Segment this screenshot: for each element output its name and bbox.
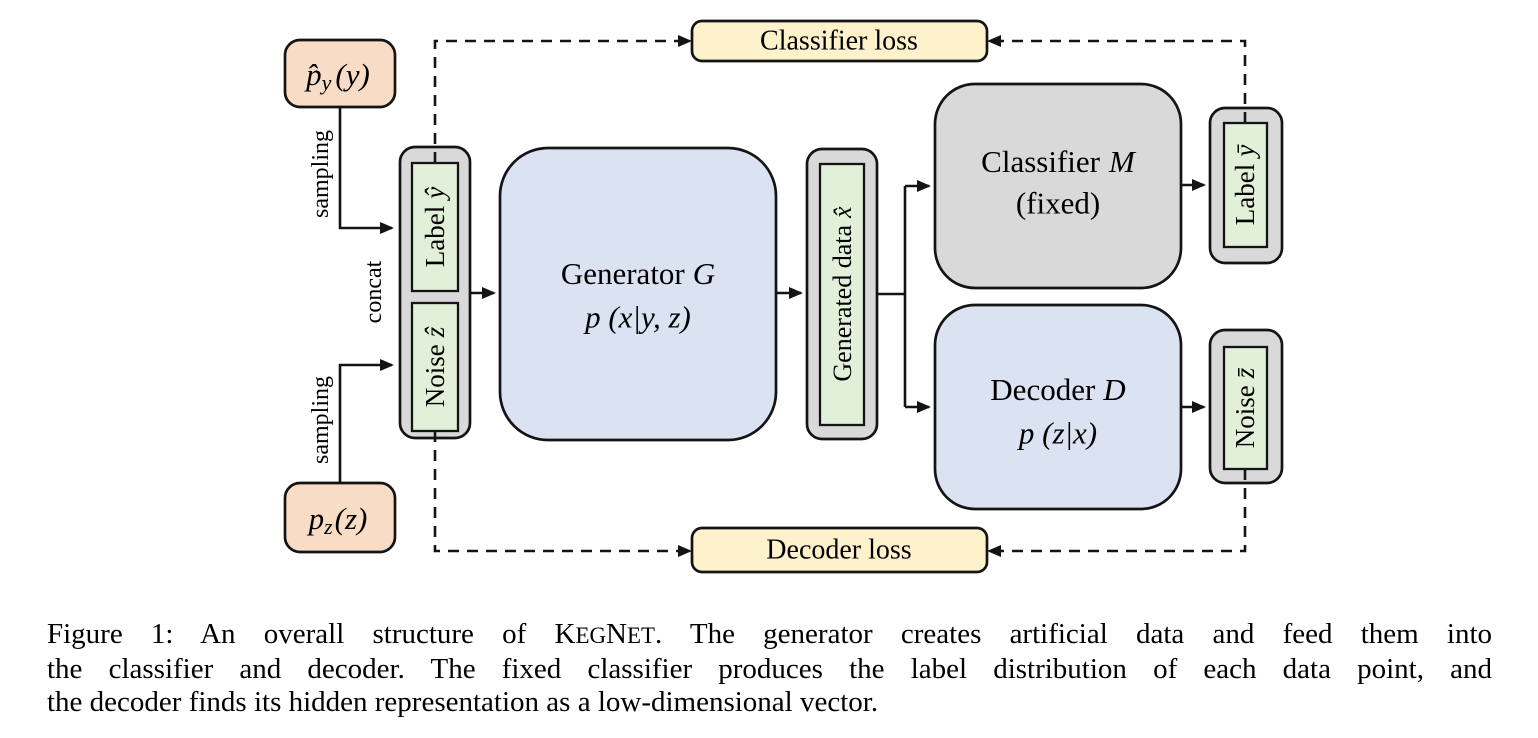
connector-data-branch <box>877 186 907 407</box>
prior-y-label: p̂y(y) <box>304 57 370 95</box>
prior-z-label: pz(z) <box>307 501 368 539</box>
classifier-note: (fixed) <box>1016 186 1100 221</box>
dashed-labelybar-to-classifier-loss <box>987 35 1247 123</box>
caption-smallcaps-eg: EG <box>575 623 606 648</box>
generator-box <box>498 146 778 442</box>
caption-l1-mid: N <box>606 618 627 650</box>
caption-line-3: the decoder finds its hidden representat… <box>47 686 879 718</box>
figure-caption: Figure 1: An overall structure of KEGNET… <box>47 618 1492 720</box>
caption-line-1: Figure 1: An overall structure of KEGNET… <box>47 618 1492 653</box>
arrow-prior-z-to-concat <box>338 359 394 483</box>
dashed-noisezbar-to-decoder-loss <box>987 469 1247 557</box>
caption-smallcaps-et: ET <box>626 623 655 648</box>
classifier-box <box>933 82 1183 290</box>
caption-l1-post: . The generator creates artificial data … <box>654 618 1493 650</box>
arrow-prior-y-to-concat <box>338 107 394 234</box>
generator-formula: p (x|y, z) <box>583 300 691 335</box>
sampling-top-label: sampling <box>308 130 334 218</box>
noise-zhat-text: Noiseẑ <box>420 326 450 407</box>
architecture-diagram: p̂y(y) pz(z) sampling sampling concat La… <box>283 19 1284 574</box>
label-yhat-text: Labelŷ <box>420 187 450 267</box>
sampling-bottom-label: sampling <box>308 376 334 464</box>
generated-data-box <box>818 162 866 427</box>
concat-label: concat <box>361 260 387 323</box>
classifier-loss-label: Classifier loss <box>760 26 918 57</box>
decoder-box <box>933 303 1183 511</box>
label-ybar-text: Labelȳ <box>1230 144 1260 225</box>
decoder-loss-label: Decoder loss <box>766 535 911 566</box>
caption-l1-pre: Figure 1: An overall structure of K <box>47 618 576 650</box>
caption-line-2: the classifier and decoder. The fixed cl… <box>47 652 1492 685</box>
noise-zbar-box <box>1222 345 1269 471</box>
dashed-labelyhat-to-classifier-loss <box>433 35 692 163</box>
noise-zbar-text: Noisez̄ <box>1230 367 1260 448</box>
dashed-noisezhat-to-decoder-loss <box>433 431 692 557</box>
generated-data-text: Generated datax̂ <box>828 206 857 382</box>
decoder-formula: p (z|x) <box>1017 416 1097 451</box>
